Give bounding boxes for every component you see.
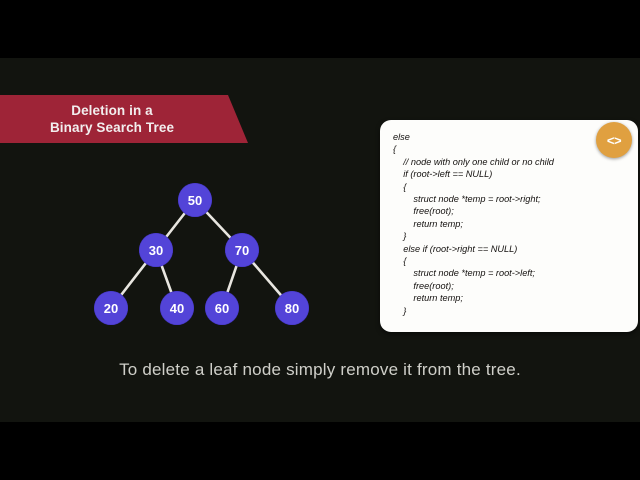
slide-title-ribbon: Deletion in a Binary Search Tree: [0, 95, 248, 143]
tree-node-60[interactable]: 60: [205, 291, 239, 325]
code-snippet-text: else { // node with only one child or no…: [393, 132, 554, 316]
slide-canvas: Deletion in a Binary Search Tree 50 30 7…: [0, 58, 640, 422]
slide-caption: To delete a leaf node simply remove it f…: [119, 360, 521, 379]
slide-title-line-1: Deletion in a: [71, 103, 153, 118]
tree-node-30[interactable]: 30: [139, 233, 173, 267]
tree-node-50[interactable]: 50: [178, 183, 212, 217]
binary-search-tree-diagram: 50 30 70 20 40 60 80: [0, 58, 380, 358]
code-angle-brackets-icon: <>: [596, 122, 632, 158]
tree-node-70[interactable]: 70: [225, 233, 259, 267]
code-snippet-card: else { // node with only one child or no…: [380, 120, 638, 332]
tree-node-20[interactable]: 20: [94, 291, 128, 325]
tree-node-40[interactable]: 40: [160, 291, 194, 325]
tree-node-80[interactable]: 80: [275, 291, 309, 325]
slide-title-line-2: Binary Search Tree: [49, 120, 175, 135]
